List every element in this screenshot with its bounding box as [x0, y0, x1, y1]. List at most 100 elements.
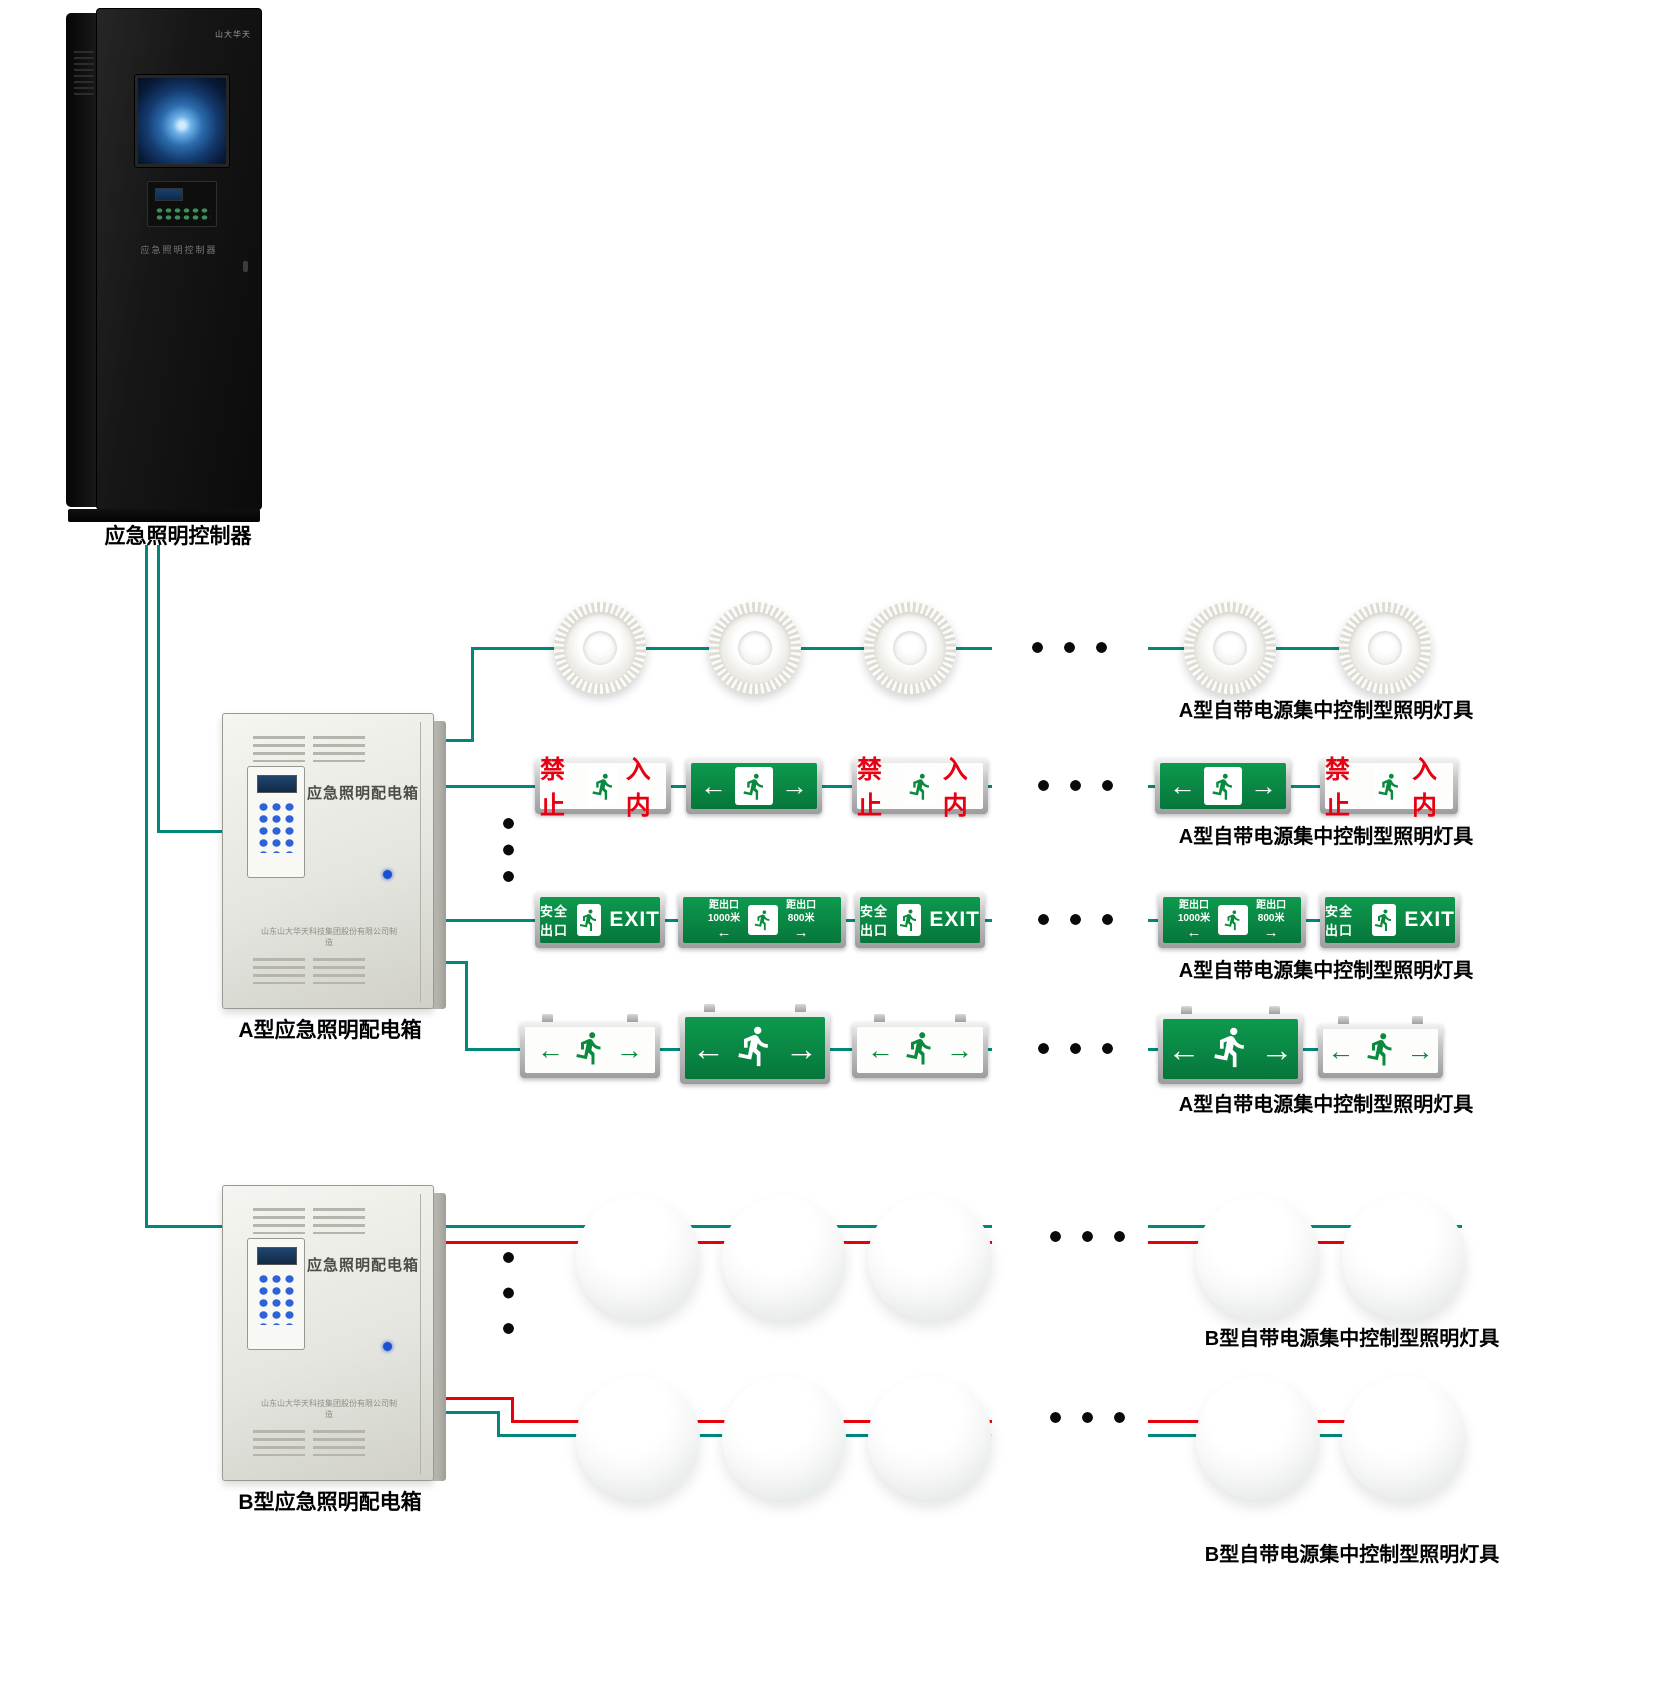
box-indicator-led [383, 870, 392, 879]
hanging-exit-sign: ← → [1318, 1016, 1443, 1078]
sign-text: 距出口 [709, 900, 739, 911]
right-arrow: → [781, 770, 808, 801]
emergency-lighting-controller: 山大华天 应急照明控制器 [66, 8, 262, 522]
running-man-icon [748, 905, 779, 935]
box-vent [313, 1430, 365, 1456]
ceiling-lamp [576, 1376, 700, 1500]
running-man-icon [572, 1030, 608, 1071]
box-front-door: 应急照明配电箱 山东山大华天科技集团股份有限公司制造 [222, 1185, 434, 1481]
cabinet-vent [74, 51, 94, 95]
cabinet-front-door: 山大华天 应急照明控制器 [96, 8, 262, 510]
running-man-icon [735, 767, 773, 805]
sign-face: ← → [1163, 1019, 1298, 1079]
sign-text: 禁止 [857, 756, 884, 820]
running-man-icon [1363, 1031, 1399, 1072]
running-man-icon [1204, 767, 1242, 805]
sign-face: ← → [525, 1027, 655, 1073]
running-man-icon [1374, 767, 1404, 805]
running-man-icon [1218, 905, 1249, 935]
left-arrow: ← [867, 1034, 894, 1065]
box-vent [313, 1208, 365, 1234]
cabinet-door-text: 应急照明控制器 [140, 245, 218, 255]
row3-label: A型自带电源集中控制型照明灯具 [1178, 960, 1474, 982]
downlight-lamp [1339, 602, 1431, 694]
downlight-lamp [709, 602, 801, 694]
sign-face: ← → [685, 1017, 825, 1079]
sign-face: 禁止 入内 [1325, 756, 1453, 820]
box-vent [253, 1208, 305, 1234]
mounting-bracket [1268, 1006, 1280, 1014]
box-front-door: 应急照明配电箱 山东山大华天科技集团股份有限公司制造 [222, 713, 434, 1009]
box-a-label: A型应急照明配电箱 [238, 1019, 422, 1042]
left-arrow: ← [692, 1029, 725, 1067]
row4-label: A型自带电源集中控制型照明灯具 [1178, 1094, 1474, 1116]
mounting-bracket [955, 1014, 967, 1022]
running-man-icon [1372, 904, 1397, 936]
sign-text: 距出口 [1256, 900, 1287, 911]
right-arrow: → [785, 1029, 818, 1067]
ceiling-lamp [576, 1196, 700, 1320]
box-side-panel [432, 721, 446, 1009]
mounting-bracket [873, 1014, 885, 1022]
running-man-icon [897, 904, 922, 936]
sign-text: 禁止 [1325, 756, 1352, 820]
sign-face: ← → [857, 1027, 983, 1073]
row2-label: A型自带电源集中控制型照明灯具 [1178, 826, 1474, 848]
box-door-seam [420, 1194, 421, 1474]
wire-trunk-to-box-b [145, 545, 148, 1228]
screen-image [138, 78, 226, 164]
box-control-panel [247, 766, 305, 878]
mounting-bracket [626, 1014, 638, 1022]
wire-row6-teal-drop [497, 1411, 500, 1437]
sign-text: 入内 [942, 756, 969, 820]
wire-row6-red-drop [511, 1397, 514, 1423]
sign-face: 距出口 1000米 ← 距出口 800米 → [1163, 897, 1301, 943]
safety-exit-sign: 安全出口 EXIT [855, 892, 985, 948]
running-man-icon [902, 1030, 938, 1071]
sign-text: 800米 [787, 912, 815, 924]
continuation-dots [1032, 642, 1107, 653]
box-vent [253, 958, 305, 984]
mounting-bracket [1412, 1016, 1423, 1024]
left-arrow: ← [1167, 1030, 1201, 1068]
sign-text: 800米 [1257, 912, 1285, 924]
running-man-icon [733, 1024, 777, 1073]
right-arrow: → [616, 1034, 643, 1065]
cabinet-base [68, 509, 260, 522]
sign-face: 禁止 入内 [857, 756, 983, 820]
box-keypad [257, 1273, 297, 1325]
right-arrow: → [1406, 1035, 1434, 1066]
running-man-icon [1209, 1025, 1253, 1074]
right-arrow: → [1260, 1030, 1294, 1068]
wire-row5-teal-a [425, 1225, 992, 1228]
right-arrow: → [1250, 770, 1277, 801]
ceiling-lamp [1196, 1196, 1320, 1320]
box-keypad [257, 801, 297, 853]
continuation-dots [1038, 780, 1113, 791]
sign-face: 安全出口 EXIT [1325, 897, 1455, 943]
more-circuits-dots [503, 1252, 514, 1334]
no-entry-sign: 禁止 入内 [852, 756, 988, 820]
sign-face: 距出口 1000米 ← 距出口 800米 → [683, 897, 841, 943]
left-arrow: ← [716, 924, 732, 941]
exit-direction-sign: ← → [686, 758, 822, 814]
wire-trunk-to-box-a [157, 545, 160, 833]
sign-face: ← → [1160, 763, 1286, 809]
sign-face: 安全出口 EXIT [860, 897, 980, 943]
ceiling-lamp [1342, 1376, 1466, 1500]
box-b-label: B型应急照明配电箱 [238, 1491, 422, 1514]
no-entry-sign: 禁止 入内 [1320, 756, 1458, 820]
running-man-icon [905, 767, 935, 805]
sign-text: 安全出口 [1325, 904, 1354, 938]
ceiling-lamp [722, 1196, 846, 1320]
sign-text: 距出口 [786, 900, 817, 911]
row6-label: B型自带电源集中控制型照明灯具 [1204, 1544, 1500, 1566]
box-door-seam [420, 722, 421, 1002]
box-side-panel [432, 1193, 446, 1481]
cabinet-lock [243, 261, 248, 272]
sign-text: EXIT [1404, 908, 1455, 931]
no-entry-sign: 禁止 入内 [535, 756, 671, 820]
right-arrow: → [793, 924, 809, 941]
wire-row6-teal-stub [425, 1411, 500, 1414]
